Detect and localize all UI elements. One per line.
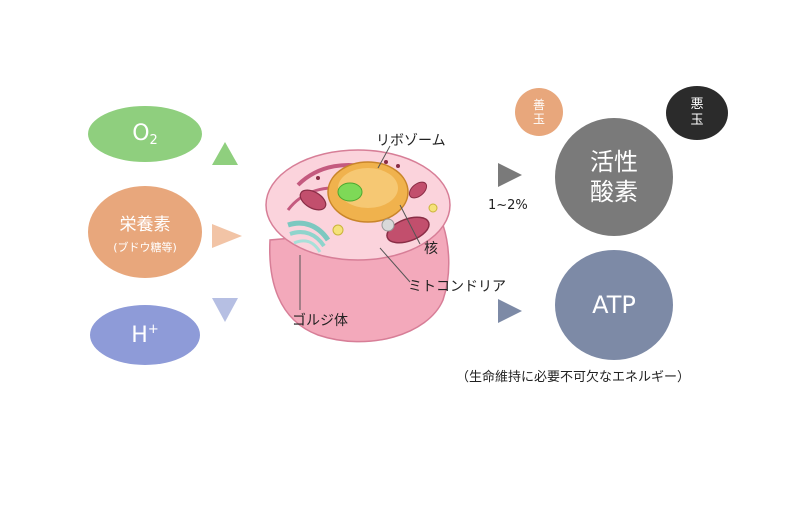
reactive-oxygen-circle: 活性 酸素	[555, 118, 673, 236]
mitochondria-label: ミトコンドリア	[408, 279, 506, 295]
output-arrows	[498, 163, 522, 323]
bad-line1: 悪	[690, 97, 704, 112]
atp-arrow-icon	[498, 299, 522, 323]
atp-circle: ATP	[555, 250, 673, 360]
ros-line2: 酸素	[590, 178, 638, 206]
ros-arrow-icon	[498, 163, 522, 187]
hydrogen-arrow-icon	[212, 298, 238, 322]
atp-label: ATP	[592, 291, 636, 319]
oxygen-arrow-icon	[212, 142, 238, 165]
hydrogen-label: H+	[131, 322, 159, 348]
good-ros-circle: 善 玉	[515, 88, 563, 136]
nutrients-sublabel: (ブドウ糖等)	[113, 240, 177, 254]
oxygen-pill: O2	[88, 106, 202, 162]
cell-illustration	[265, 149, 451, 343]
hydrogen-pill: H+	[90, 305, 200, 365]
oxygen-label: O2	[132, 120, 158, 148]
good-line2: 玉	[532, 112, 545, 126]
bad-line2: 玉	[690, 113, 704, 128]
golgi-label: ゴルジ体	[292, 313, 348, 329]
good-line1: 善	[532, 98, 545, 112]
ros-line1: 活性	[590, 148, 638, 176]
ribosome-label: リボゾーム	[376, 133, 446, 149]
nutrients-label: 栄養素	[119, 214, 171, 235]
ratio-label: 1~2%	[488, 198, 528, 213]
nutrients-arrow-icon	[212, 224, 242, 248]
bad-ros-circle: 悪 玉	[666, 86, 728, 140]
input-arrows	[212, 142, 242, 322]
atp-note: （生命維持に必要不可欠なエネルギー）	[456, 370, 691, 385]
nucleus-label: 核	[424, 241, 438, 257]
nutrients-pill: 栄養素 (ブドウ糖等)	[88, 186, 202, 278]
